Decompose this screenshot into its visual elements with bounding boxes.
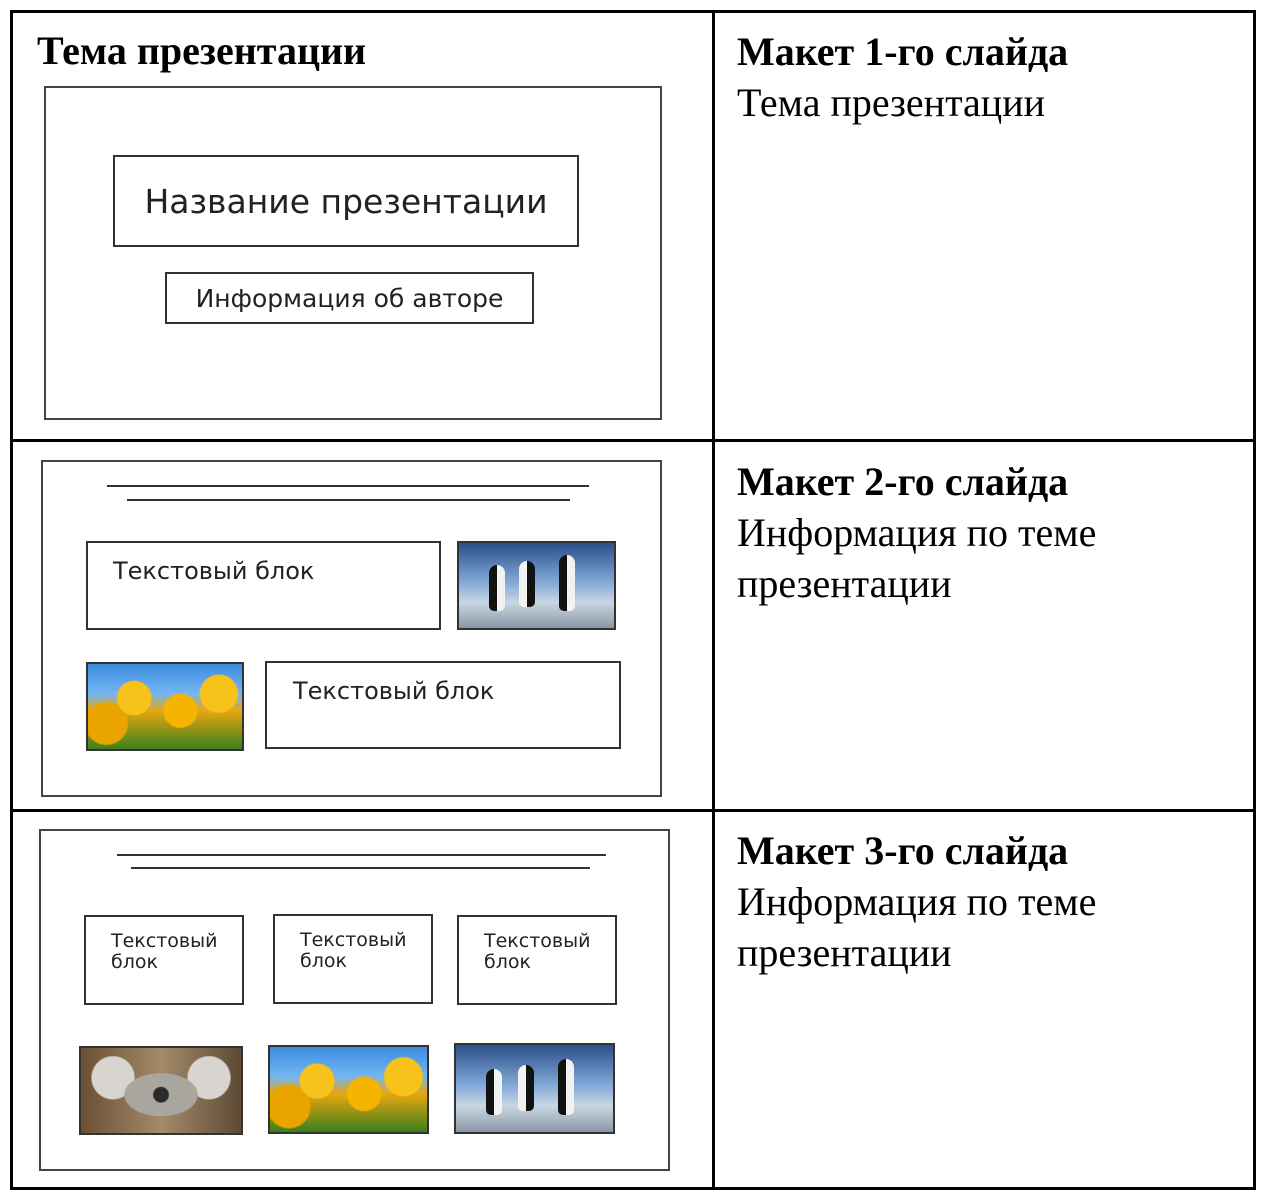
row-divider — [10, 809, 1256, 812]
koala-image — [79, 1046, 243, 1135]
title-line — [131, 867, 590, 869]
layout-description: презентации — [737, 930, 952, 975]
slide-1-layout — [44, 86, 662, 420]
text-block: Текстовый блок — [84, 915, 244, 1005]
penguins-image — [457, 541, 616, 630]
author-info-box: Информация об авторе — [165, 272, 534, 324]
layout-heading: Макет 2-го слайда — [737, 459, 1069, 504]
penguins-image — [454, 1043, 615, 1134]
text-block: Текстовый блок — [457, 915, 617, 1005]
title-line — [117, 854, 606, 856]
title-line — [107, 485, 589, 487]
text-block: Текстовый блок — [265, 661, 621, 749]
presentation-title-box: Название презентации — [113, 155, 579, 247]
layout-description: Информация по теме — [737, 879, 1097, 924]
tulips-image — [86, 662, 244, 751]
table-border — [10, 10, 1256, 1190]
layout-description: Информация по теме — [737, 510, 1097, 555]
layout-heading: Макет 3-го слайда — [737, 828, 1069, 873]
column-divider — [712, 10, 715, 1190]
layout-heading: Макет 1-го слайда — [737, 29, 1069, 74]
text-block: Текстовый блок — [86, 541, 441, 630]
cell-title: Тема презентации — [37, 28, 367, 73]
text-block: Текстовый блок — [273, 914, 433, 1004]
tulips-image — [268, 1045, 429, 1134]
row-divider — [10, 439, 1256, 442]
title-line — [127, 499, 570, 501]
layout-description: Тема презентации — [737, 80, 1046, 125]
layout-description: презентации — [737, 561, 952, 606]
